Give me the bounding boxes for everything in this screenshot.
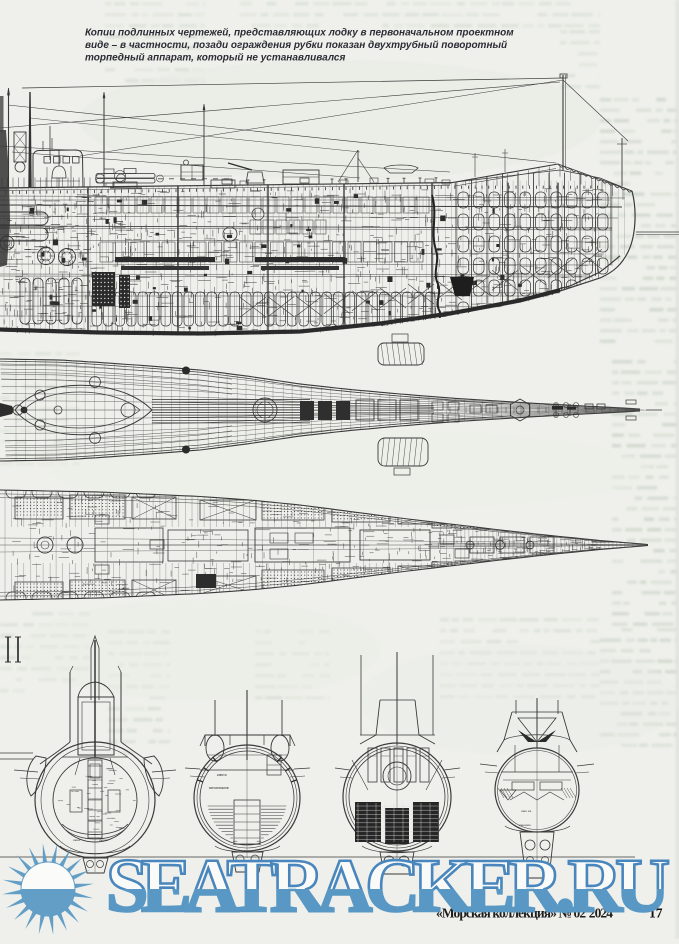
svg-text:Копии подлинных чертежей, пред: Копии подлинных чертежей, представляющих… (85, 28, 514, 39)
svg-text:каюта: каюта (217, 773, 227, 777)
svg-text:хжшхжш: хжшхжш (519, 823, 531, 827)
svg-text:хжшх: хжшх (73, 838, 81, 842)
svg-text:торпедный аппарат, который не: торпедный аппарат, который не устанавлив… (85, 53, 345, 64)
svg-text:виде – в частности, позади огр: виде – в частности, позади ограждения ру… (85, 39, 507, 51)
svg-text:хжш хж: хжш хж (521, 809, 531, 813)
svg-text:хжшхж: хжшхж (99, 838, 108, 842)
svg-text:механизмов: механизмов (209, 786, 229, 790)
